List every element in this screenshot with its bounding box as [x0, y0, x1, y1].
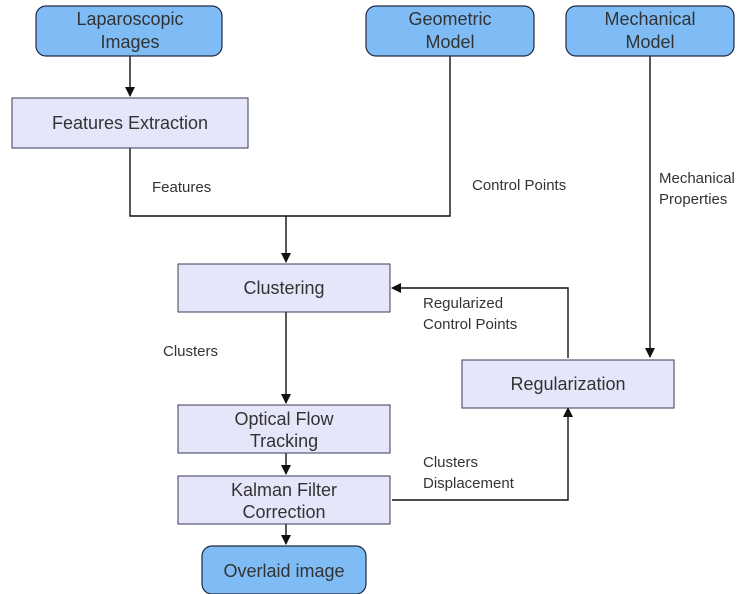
edge-features-to-merge: [129, 148, 286, 217]
node-label: Regularization: [510, 374, 625, 394]
edge-label-clusters-displacement: Clusters: [423, 454, 478, 471]
edges: [125, 56, 655, 545]
edge-label-mechanical-properties: Mechanical: [659, 170, 735, 187]
node-geometric-model: Geometric Model: [365, 5, 535, 57]
node-label: Model: [425, 32, 474, 52]
node-label: Kalman Filter: [231, 480, 337, 500]
edge-label-regularized-control-points: Regularized: [423, 295, 503, 312]
node-label: Features Extraction: [52, 113, 208, 133]
node-mechanical-model: Mechanical Model: [565, 5, 735, 57]
edge-label-features: Features: [152, 179, 211, 196]
edge-label-control-points: Control Points: [472, 177, 566, 194]
edge-kalman-to-regularization: [392, 407, 573, 501]
node-overlaid-image: Overlaid image: [201, 545, 367, 594]
node-regularization: Regularization: [461, 359, 675, 409]
node-label: Images: [100, 32, 159, 52]
node-laparoscopic-images: Laparoscopic Images: [35, 5, 223, 57]
node-label: Model: [625, 32, 674, 52]
edge-label-mechanical-properties: Properties: [659, 191, 727, 208]
node-label: Correction: [242, 502, 325, 522]
edge-label-clusters: Clusters: [163, 343, 218, 360]
node-label: Optical Flow: [234, 409, 334, 429]
node-label: Geometric: [408, 9, 491, 29]
node-label: Clustering: [243, 278, 324, 298]
node-label: Laparoscopic: [76, 9, 183, 29]
node-clustering: Clustering: [177, 263, 391, 313]
node-label: Mechanical: [604, 9, 695, 29]
edge-regularization-to-clustering: [391, 283, 569, 358]
node-label: Tracking: [250, 431, 318, 451]
node-features-extraction: Features Extraction: [11, 97, 249, 149]
node-label: Overlaid image: [223, 561, 344, 581]
edge-label-clusters-displacement: Displacement: [423, 475, 515, 492]
node-optical-flow-tracking: Optical Flow Tracking: [177, 404, 391, 454]
node-kalman-filter-correction: Kalman Filter Correction: [177, 475, 391, 525]
edge-geometric-to-merge: [286, 56, 451, 217]
edge-label-regularized-control-points: Control Points: [423, 316, 517, 333]
